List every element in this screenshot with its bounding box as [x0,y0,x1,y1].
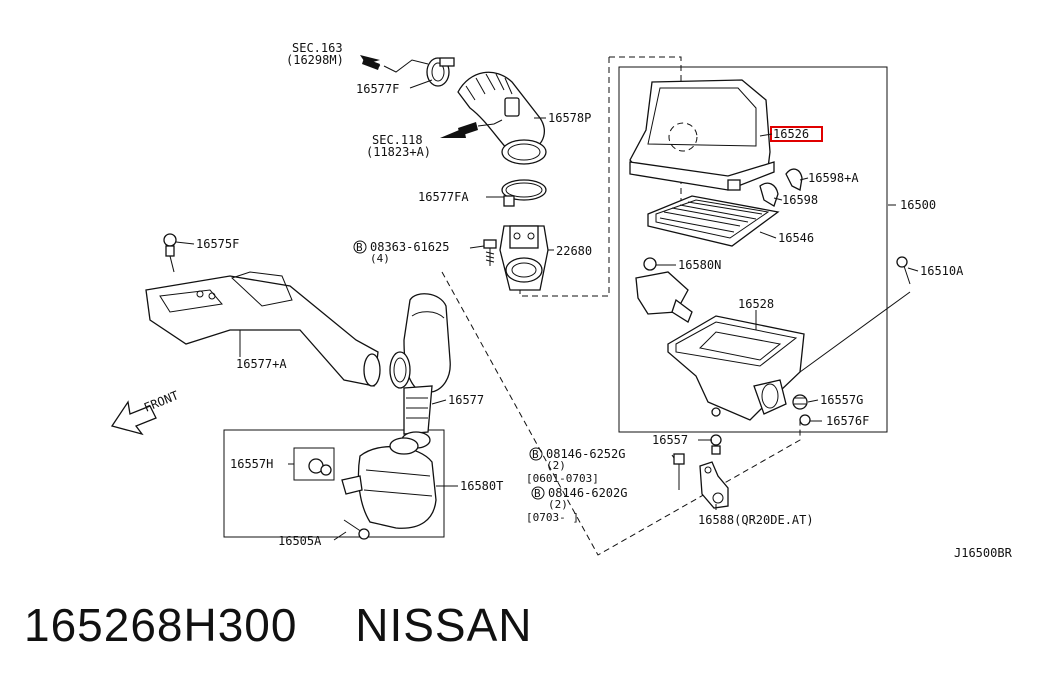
label-16528[interactable]: 16528 [738,297,774,311]
label-range-0601: [0601-0703] [526,472,599,485]
label-sec118-ref: (11823+A) [366,145,431,159]
label-16577[interactable]: 16577 [448,393,484,407]
clip-16576F[interactable] [799,414,811,426]
part-number: 165268H300 [24,599,298,651]
leader-sec163 [383,59,429,73]
label-16557[interactable]: 16557 [652,433,688,447]
intake-boot[interactable] [457,71,547,165]
circle-b-icon [529,447,543,461]
resonator-group-box [223,429,445,538]
label-sec163[interactable]: SEC.163 [292,41,343,55]
arrow-sec118-icon [440,122,478,138]
bracket-16588[interactable] [699,461,729,509]
hose-clamp-16577F[interactable] [426,57,455,87]
bolt-08146-6252G[interactable] [673,453,685,490]
circle-b-icon [531,486,545,500]
label-bolt-6202G-qty: (2) [548,498,568,511]
label-bolt-08363[interactable]: 08363-61625 [370,240,449,254]
circle-b-letter: B [356,241,363,254]
front-arrow-icon [110,400,157,436]
duct-16580N[interactable] [635,257,693,323]
label-16557H[interactable]: 16557H [230,457,273,471]
label-16577FA[interactable]: 16577FA [418,190,469,204]
label-bolt-08363-qty: (4) [370,252,390,265]
part-caption: 165268H300 NISSAN [24,598,533,652]
label-range-0703: [0703- ] [526,511,579,524]
grommet-16557H[interactable] [293,447,335,481]
label-16578P[interactable]: 16578P [548,111,591,125]
circle-b-icon [353,240,367,254]
air-flow-meter-22680[interactable] [499,225,549,291]
label-16500[interactable]: 16500 [900,198,936,212]
label-bolt-08146-6252G[interactable]: 08146-6252G [546,447,625,461]
label-16580T[interactable]: 16580T [460,479,503,493]
arrow-sec163-icon [360,55,381,70]
clip-16598A[interactable] [785,168,803,191]
label-16577A[interactable]: 16577+A [236,357,287,371]
label-16588[interactable]: 16588(QR20DE.AT) [698,513,814,527]
leader-lines [175,79,919,541]
resonator-16580T[interactable] [341,437,437,529]
grommet-16557[interactable] [710,407,722,455]
manufacturer-name: NISSAN [355,599,533,651]
label-16576F[interactable]: 16576F [826,414,869,428]
label-16546[interactable]: 16546 [778,231,814,245]
label-bolt-08146-6202G[interactable]: 08146-6202G [548,486,627,500]
leader-sec118 [477,119,503,127]
air-cleaner-lower-case-16528[interactable] [667,315,805,421]
bolt-16505A[interactable] [343,519,370,540]
label-bolt-6252G-qty: (2) [546,459,566,472]
label-16577F[interactable]: 16577F [356,82,399,96]
label-16510A[interactable]: 16510A [920,264,964,278]
circle-b-letter: B [532,448,539,461]
label-16526[interactable]: 16526 [773,127,809,141]
air-cleaner-cover-16526[interactable] [629,79,775,191]
clip-16575F[interactable] [163,233,177,273]
label-16557G[interactable]: 16557G [820,393,863,407]
label-16598[interactable]: 16598 [782,193,818,207]
air-filter-element-16546[interactable] [647,195,780,247]
diagram-code: J16500BR [954,546,1013,560]
label-16598A[interactable]: 16598+A [808,171,859,185]
label-16505A[interactable]: 16505A [278,534,322,548]
circle-b-letter: B [534,487,541,500]
hose-clamp-16577FA[interactable] [501,179,547,207]
leader-16510A-case [799,291,911,373]
bolt-08363-61625[interactable] [483,239,497,266]
label-front: FRONT [142,388,181,415]
label-sec163-ref: (16298M) [286,53,344,67]
label-16580N[interactable]: 16580N [678,258,721,272]
label-16575F[interactable]: 16575F [196,237,239,251]
grommet-16557G[interactable] [792,394,808,410]
air-duct-16577A[interactable] [145,271,411,389]
air-cleaner-group-box [618,66,888,433]
bolt-16510A[interactable] [896,256,911,285]
dashed-outline-lower [441,271,801,556]
label-22680[interactable]: 22680 [556,244,592,258]
clip-16598[interactable] [759,182,779,207]
label-sec118[interactable]: SEC.118 [372,133,423,147]
